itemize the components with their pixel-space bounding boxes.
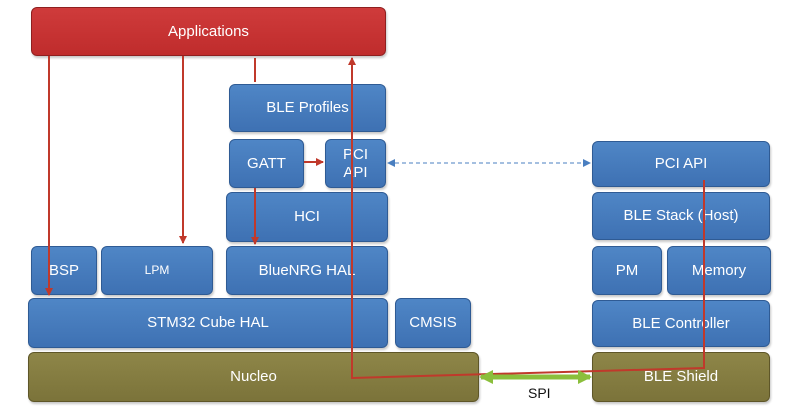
- bsp-block: BSP: [31, 246, 97, 295]
- gatt-block: GATT: [229, 139, 304, 188]
- ble-controller-block: BLE Controller: [592, 300, 770, 347]
- bsp-label: BSP: [48, 261, 79, 279]
- gatt-label: GATT: [247, 154, 286, 172]
- memory-label: Memory: [691, 261, 747, 279]
- applications-block: Applications: [31, 7, 386, 56]
- pci-api-shield-block: PCI API: [592, 141, 770, 187]
- pm-block: PM: [592, 246, 662, 295]
- nucleo-label: Nucleo: [230, 368, 277, 386]
- pci-api-host-label: PCI API: [342, 146, 368, 181]
- pci-api-host-block: PCI API: [325, 139, 386, 188]
- spi-label: SPI: [528, 385, 551, 401]
- ble-shield-block: BLE Shield: [592, 352, 770, 402]
- ble-stack-host-label: BLE Stack (Host): [623, 207, 739, 225]
- bluenrg-hal-label: BlueNRG HAL: [258, 261, 356, 279]
- bluenrg-hal-block: BlueNRG HAL: [226, 246, 388, 295]
- ble-stack-host-block: BLE Stack (Host): [592, 192, 770, 240]
- ble-controller-label: BLE Controller: [632, 314, 730, 332]
- applications-label: Applications: [168, 22, 249, 40]
- hci-label: HCI: [294, 208, 320, 226]
- stm32-cube-hal-block: STM32 Cube HAL: [28, 298, 388, 348]
- lpm-block: LPM: [101, 246, 213, 295]
- lpm-label: LPM: [144, 262, 170, 277]
- nucleo-block: Nucleo: [28, 352, 479, 402]
- pci-api-shield-label: PCI API: [654, 155, 708, 173]
- stm32-cube-hal-label: STM32 Cube HAL: [147, 314, 269, 332]
- pm-label: PM: [615, 261, 639, 279]
- cmsis-block: CMSIS: [395, 298, 471, 348]
- ble-profiles-block: BLE Profiles: [229, 84, 386, 132]
- hci-block: HCI: [226, 192, 388, 242]
- cmsis-label: CMSIS: [409, 314, 457, 332]
- ble-shield-label: BLE Shield: [643, 368, 719, 386]
- ble-profiles-label: BLE Profiles: [266, 99, 349, 117]
- memory-block: Memory: [667, 246, 771, 295]
